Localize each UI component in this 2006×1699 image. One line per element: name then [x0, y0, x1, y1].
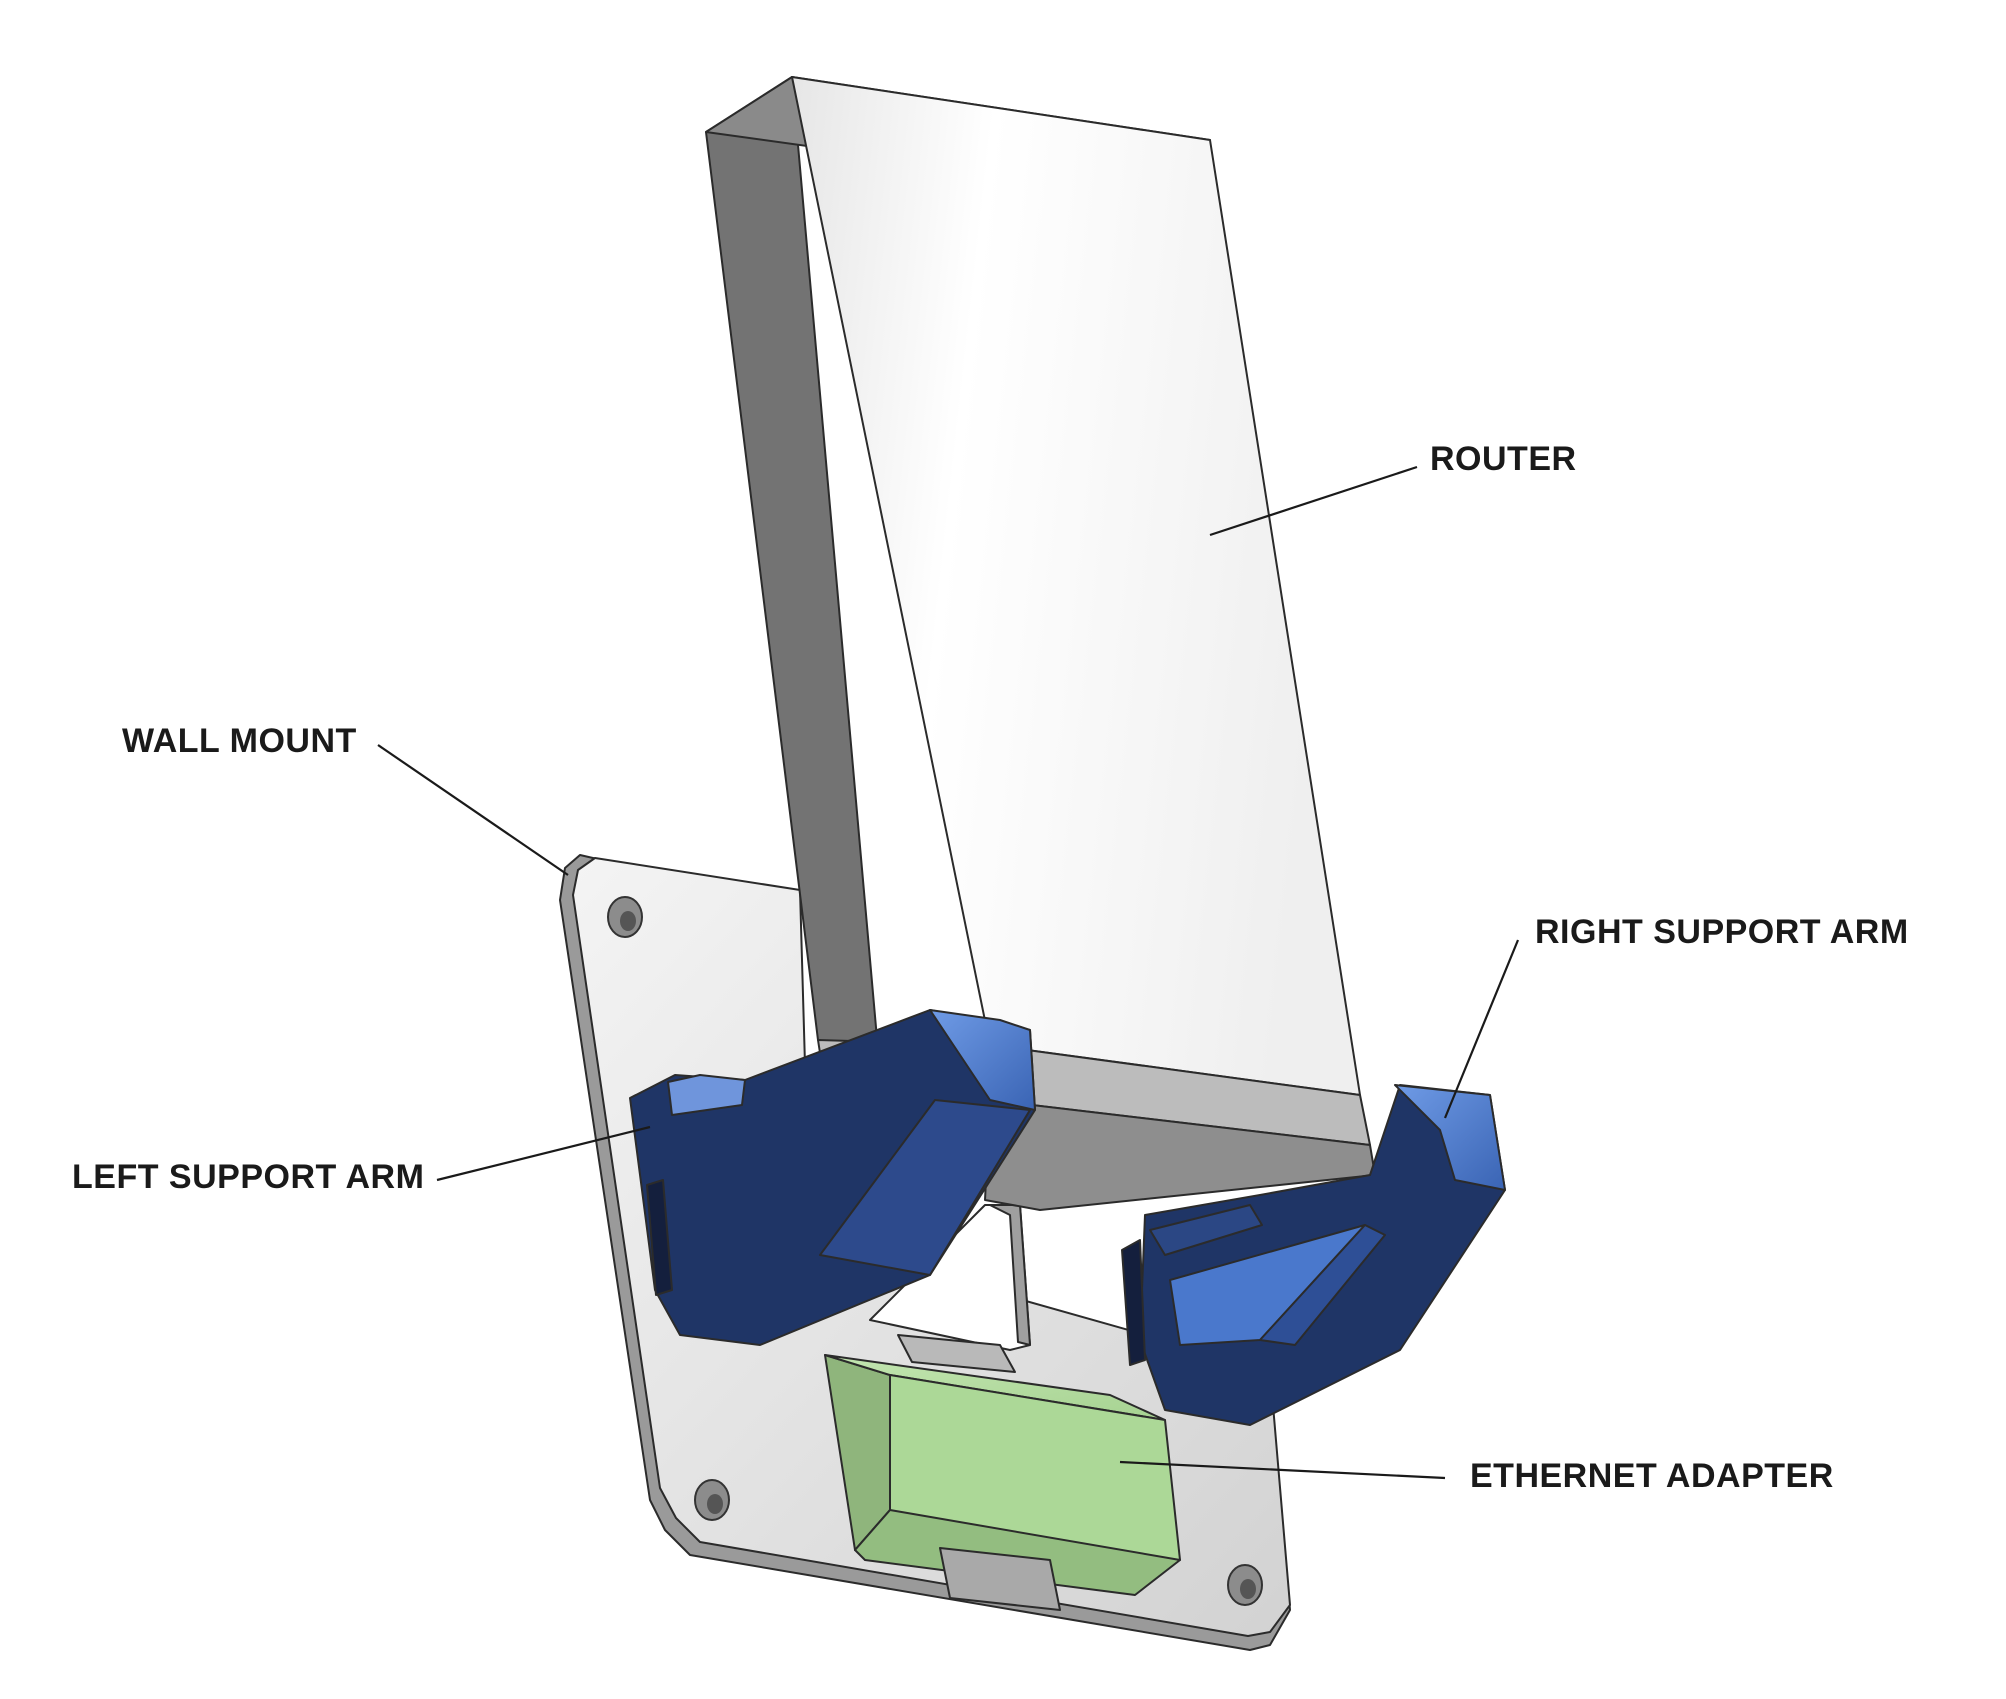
router: [705, 76, 1376, 1211]
mounting-hole: [1227, 1564, 1263, 1606]
callout-ethernet-adapter: ETHERNET ADAPTER: [1119, 1457, 1834, 1495]
left-support-arm: [629, 1009, 1036, 1346]
callout-router: ROUTER: [1209, 440, 1577, 537]
right-support-arm: [1121, 1084, 1506, 1426]
mount-cutout: [869, 1204, 1031, 1373]
wall-mount-label: WALL MOUNT: [122, 722, 357, 760]
callout-right-support-arm: RIGHT SUPPORT ARM: [1443, 913, 1909, 1119]
callout-wall-mount: WALL MOUNT: [122, 722, 569, 876]
callout-left-support-arm: LEFT SUPPORT ARM: [72, 1125, 651, 1196]
ethernet-adapter: [824, 1354, 1181, 1611]
ethernet-adapter-label: ETHERNET ADAPTER: [1470, 1457, 1834, 1495]
left-support-arm-label: LEFT SUPPORT ARM: [72, 1158, 424, 1196]
router-label: ROUTER: [1430, 440, 1577, 478]
mounting-hole: [694, 1479, 730, 1521]
mounting-hole: [607, 896, 643, 938]
right-support-arm-label: RIGHT SUPPORT ARM: [1535, 913, 1909, 951]
